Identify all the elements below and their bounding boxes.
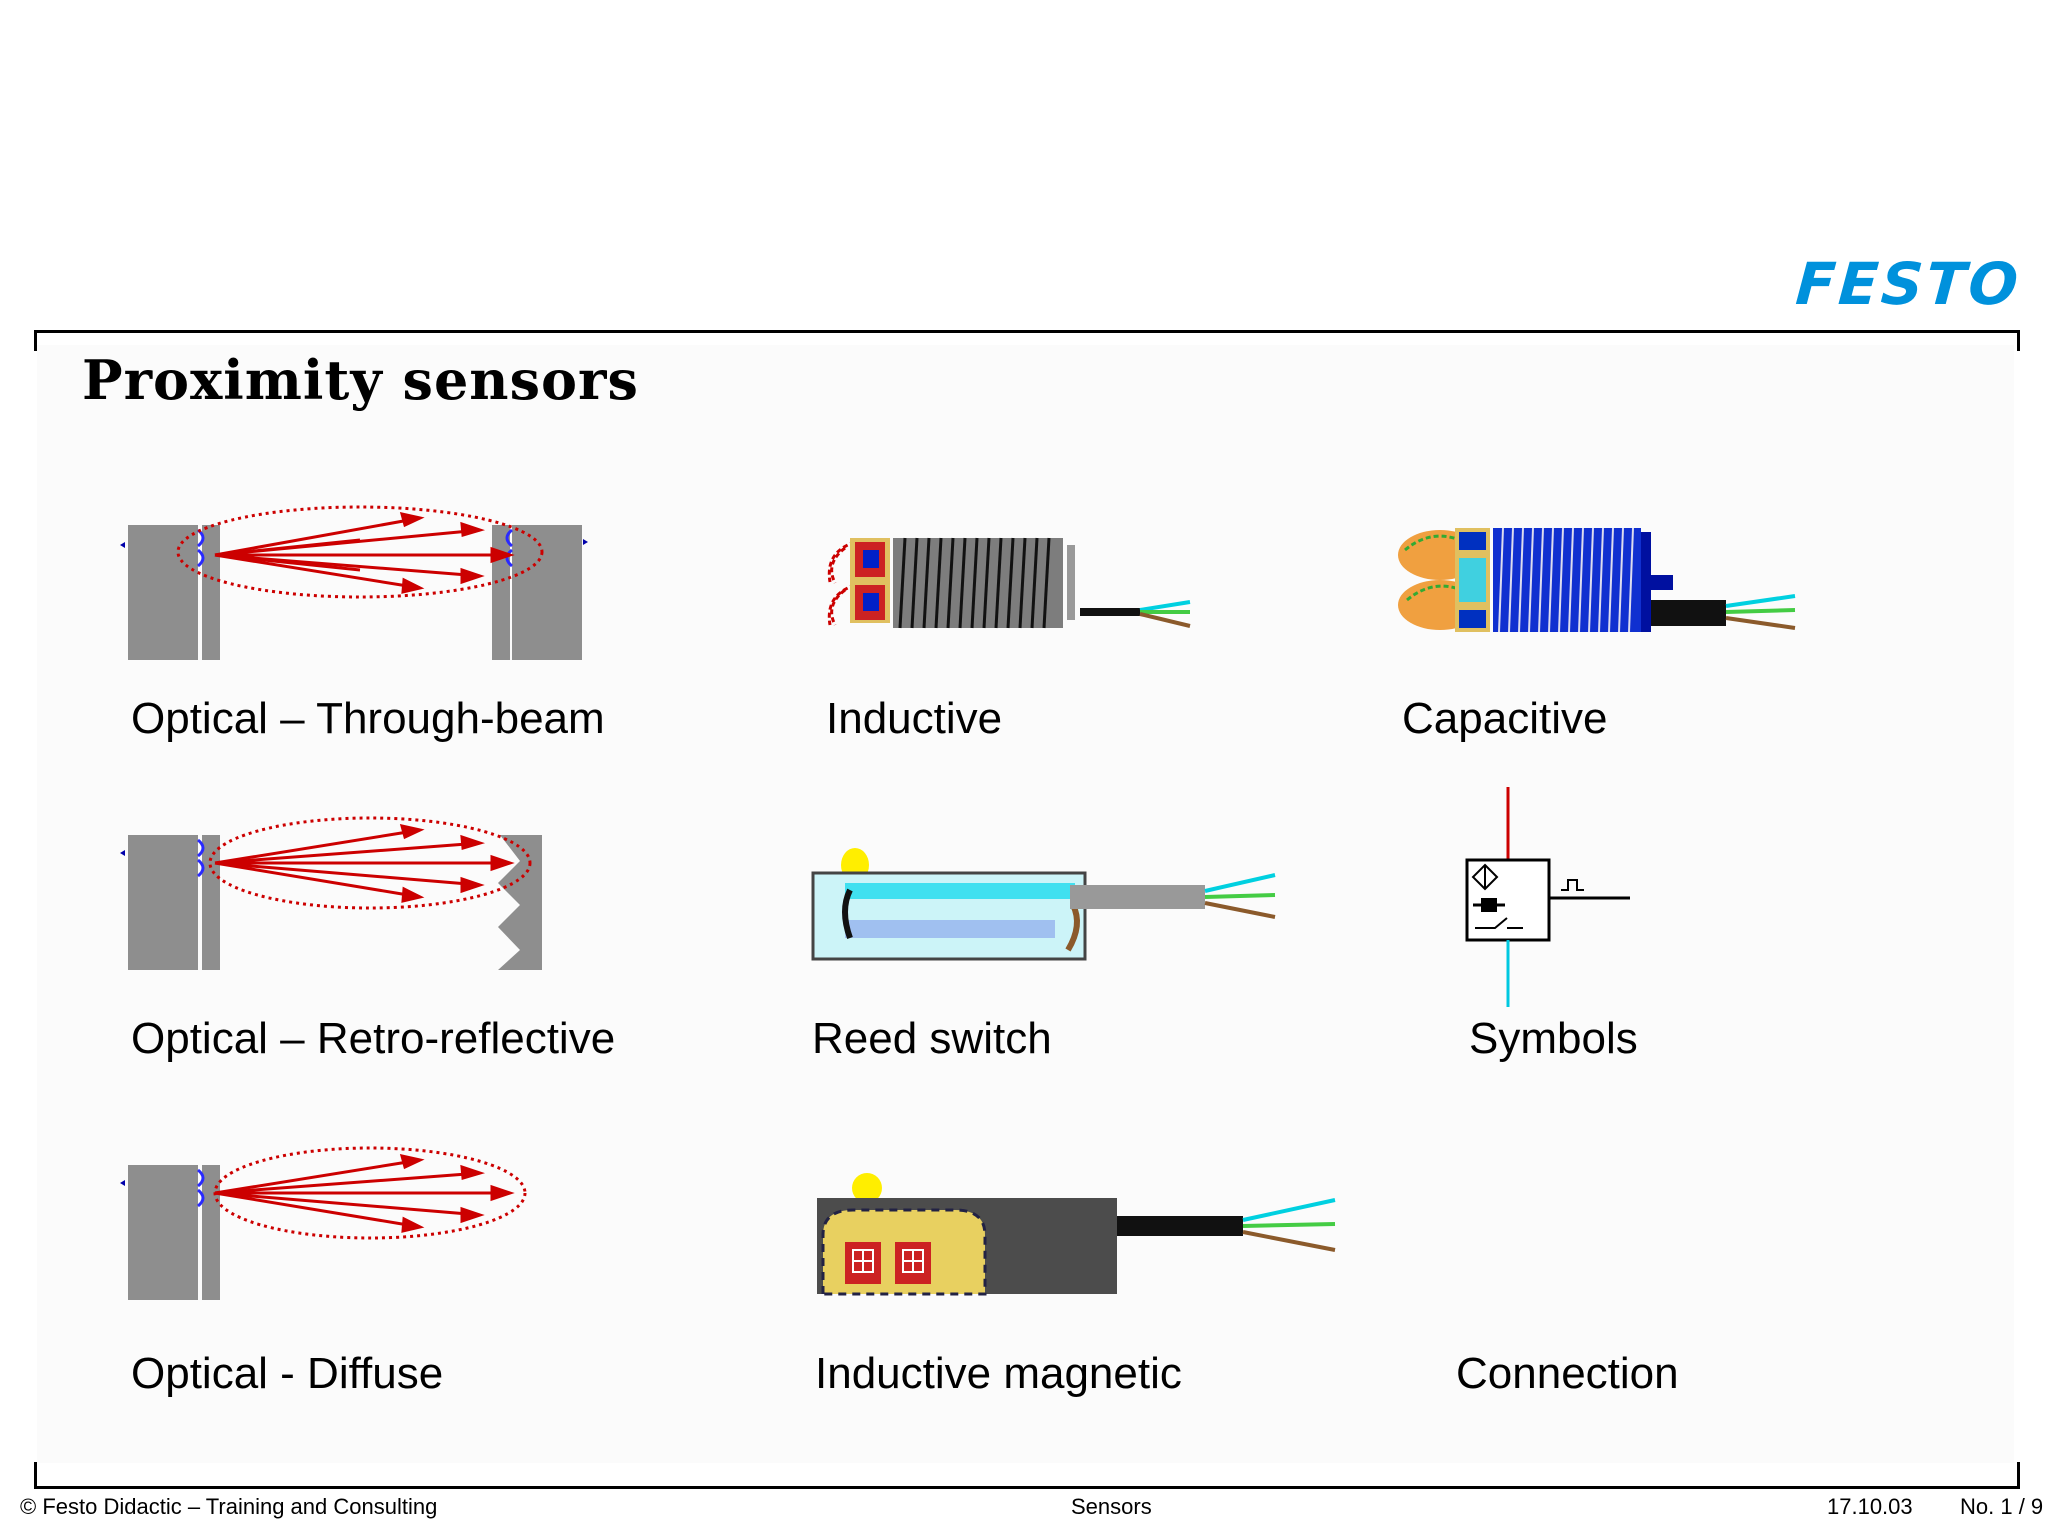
festo-logo: FESTO	[1793, 250, 2024, 318]
sensor-label-reed-switch: Reed switch	[812, 1014, 1052, 1063]
page-title: Proximity sensors	[82, 348, 639, 412]
sensor-label-inductive-magnetic: Inductive magnetic	[815, 1349, 1182, 1398]
sensor-label-symbols: Symbols	[1469, 1014, 1638, 1063]
sensor-label-inductive: Inductive	[826, 694, 1003, 743]
sensor-label-connection: Connection	[1456, 1349, 1679, 1398]
sensor-label-capacitive: Capacitive	[1402, 694, 1608, 743]
inductive-sensor-icon	[827, 537, 1191, 629]
capacitive-sensor-icon	[1398, 527, 1796, 633]
footer-copyright: © Festo Didactic – Training and Consulti…	[20, 1494, 438, 1519]
reed-switch-sensor-icon	[811, 848, 1276, 961]
sensor-label-diffuse: Optical - Diffuse	[131, 1349, 444, 1398]
header-divider	[34, 330, 2020, 351]
inductive-magnetic-sensor-icon	[817, 1173, 1336, 1296]
footer-date: 17.10.03	[1827, 1494, 1913, 1519]
sensor-label-retro-reflective: Optical – Retro-reflective	[131, 1014, 616, 1063]
footer-page-number: No. 1 / 9	[1960, 1494, 2044, 1519]
sensor-symbol-icon	[1465, 787, 1630, 1007]
footer-divider	[34, 1462, 2020, 1489]
diffuse-sensor-icon	[120, 1146, 527, 1300]
retro-reflective-sensor-icon	[120, 816, 542, 970]
through-beam-sensor-icon	[120, 505, 588, 660]
footer-topic: Sensors	[1071, 1494, 1152, 1519]
sensor-label-through-beam: Optical – Through-beam	[131, 694, 605, 743]
